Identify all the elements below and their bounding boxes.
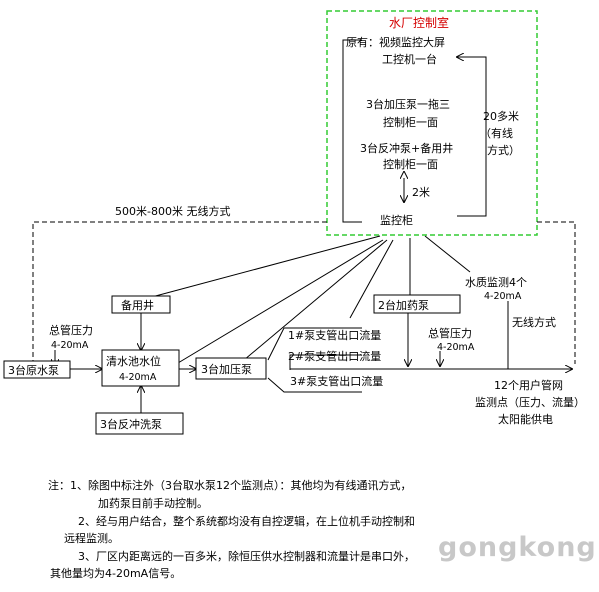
note-1a: 注：1、除图中标注外（3台取水泵12个监测点）：其他均为有线通讯方式，	[48, 479, 412, 492]
distance-20m-label-2: （有线	[480, 126, 513, 140]
dosing-pump-label: 2台加药泵	[378, 298, 429, 312]
user-points-label-1: 12个用户管网	[494, 378, 563, 392]
standby-well-box	[111, 295, 171, 314]
main-pressure-left-label: 总管压力	[49, 323, 93, 337]
main-pressure-right-label: 总管压力	[428, 326, 472, 340]
note-2a: 2、经与用户结合，整个系统都均没有自控逻辑，在上位机手动控制和	[78, 515, 415, 528]
user-points-label-3: 太阳能供电	[498, 412, 553, 426]
note-3a: 3、厂区内距离远的一百多米，除恒压供水控制器和流量计是串口外，	[78, 550, 415, 563]
control-room-line3: 3台加压泵一拖三	[366, 97, 450, 111]
ray-flow-meters	[349, 239, 394, 319]
right-wired-line	[457, 57, 487, 217]
flow-branch-1	[267, 327, 362, 361]
monitoring-cabinet-label: 监控柜	[380, 213, 413, 227]
standby-well-label: 备用井	[121, 298, 154, 312]
booster-pump-box	[195, 357, 267, 380]
clear-water-pool-box	[101, 349, 180, 387]
water-quality-signal: 4-20mA	[484, 291, 522, 302]
wireless-dashed-loop-left	[32, 221, 327, 362]
left-bracket-line	[342, 39, 362, 223]
distance-20m-label-3: 方式）	[487, 143, 520, 157]
distance-20m-label-1: 20多米	[483, 109, 519, 123]
clear-water-pool-label: 清水池水位	[106, 354, 161, 368]
control-room-line4: 控制柜一面	[383, 115, 438, 129]
user-points-label-2: 监测点（压力、流量）	[475, 395, 585, 409]
wireless-dashed-loop-right	[537, 221, 576, 364]
backwash-pump-box	[95, 412, 184, 435]
note-1b: 加药泵目前手动控制。	[98, 497, 208, 510]
wireless-right-label: 无线方式	[512, 315, 556, 329]
control-room-line1: 原有：视频监控大屏	[346, 35, 445, 49]
wireless-top-label: 500米-800米 无线方式	[115, 204, 230, 218]
main-pressure-right-signal: 4-20mA	[437, 342, 475, 353]
distance-2m-label: 2米	[412, 186, 430, 199]
clear-water-pool-signal: 4-20mA	[119, 372, 157, 383]
note-3b: 其他量均为4-20mA信号。	[50, 567, 182, 580]
flow-meter-3-label: 3#泵支管出口流量	[290, 374, 383, 388]
ray-water-quality	[424, 235, 471, 273]
backwash-pump-label: 3台反冲洗泵	[100, 417, 162, 431]
ray-standby-well	[147, 235, 381, 299]
main-pressure-left-signal: 4-20mA	[51, 340, 89, 351]
ray-booster	[243, 239, 388, 361]
dosing-pump-box	[373, 294, 461, 314]
control-room-line6: 控制柜一面	[383, 157, 438, 171]
flow-branch-3	[267, 377, 362, 393]
raw-water-pump-label: 3台原水泵	[8, 363, 59, 377]
raw-water-pump-box	[3, 360, 71, 379]
control-room-border	[326, 10, 538, 236]
water-quality-label: 水质监测4个	[465, 276, 527, 289]
flow-meter-2-label: 2#泵支管出口流量	[288, 349, 381, 363]
booster-pump-label: 3台加压泵	[201, 362, 252, 376]
flow-meter-1-label: 1#泵支管出口流量	[288, 328, 381, 342]
control-room-line5: 3台反冲泵+备用井	[360, 141, 453, 155]
note-2b: 远程监测。	[64, 532, 119, 545]
watermark-logo: gongkong	[438, 532, 597, 563]
control-room-title: 水厂控制室	[389, 15, 449, 30]
control-room-line2: 工控机一台	[382, 52, 437, 66]
ray-clear-pool	[162, 239, 384, 373]
flow-branch-2	[289, 354, 362, 370]
